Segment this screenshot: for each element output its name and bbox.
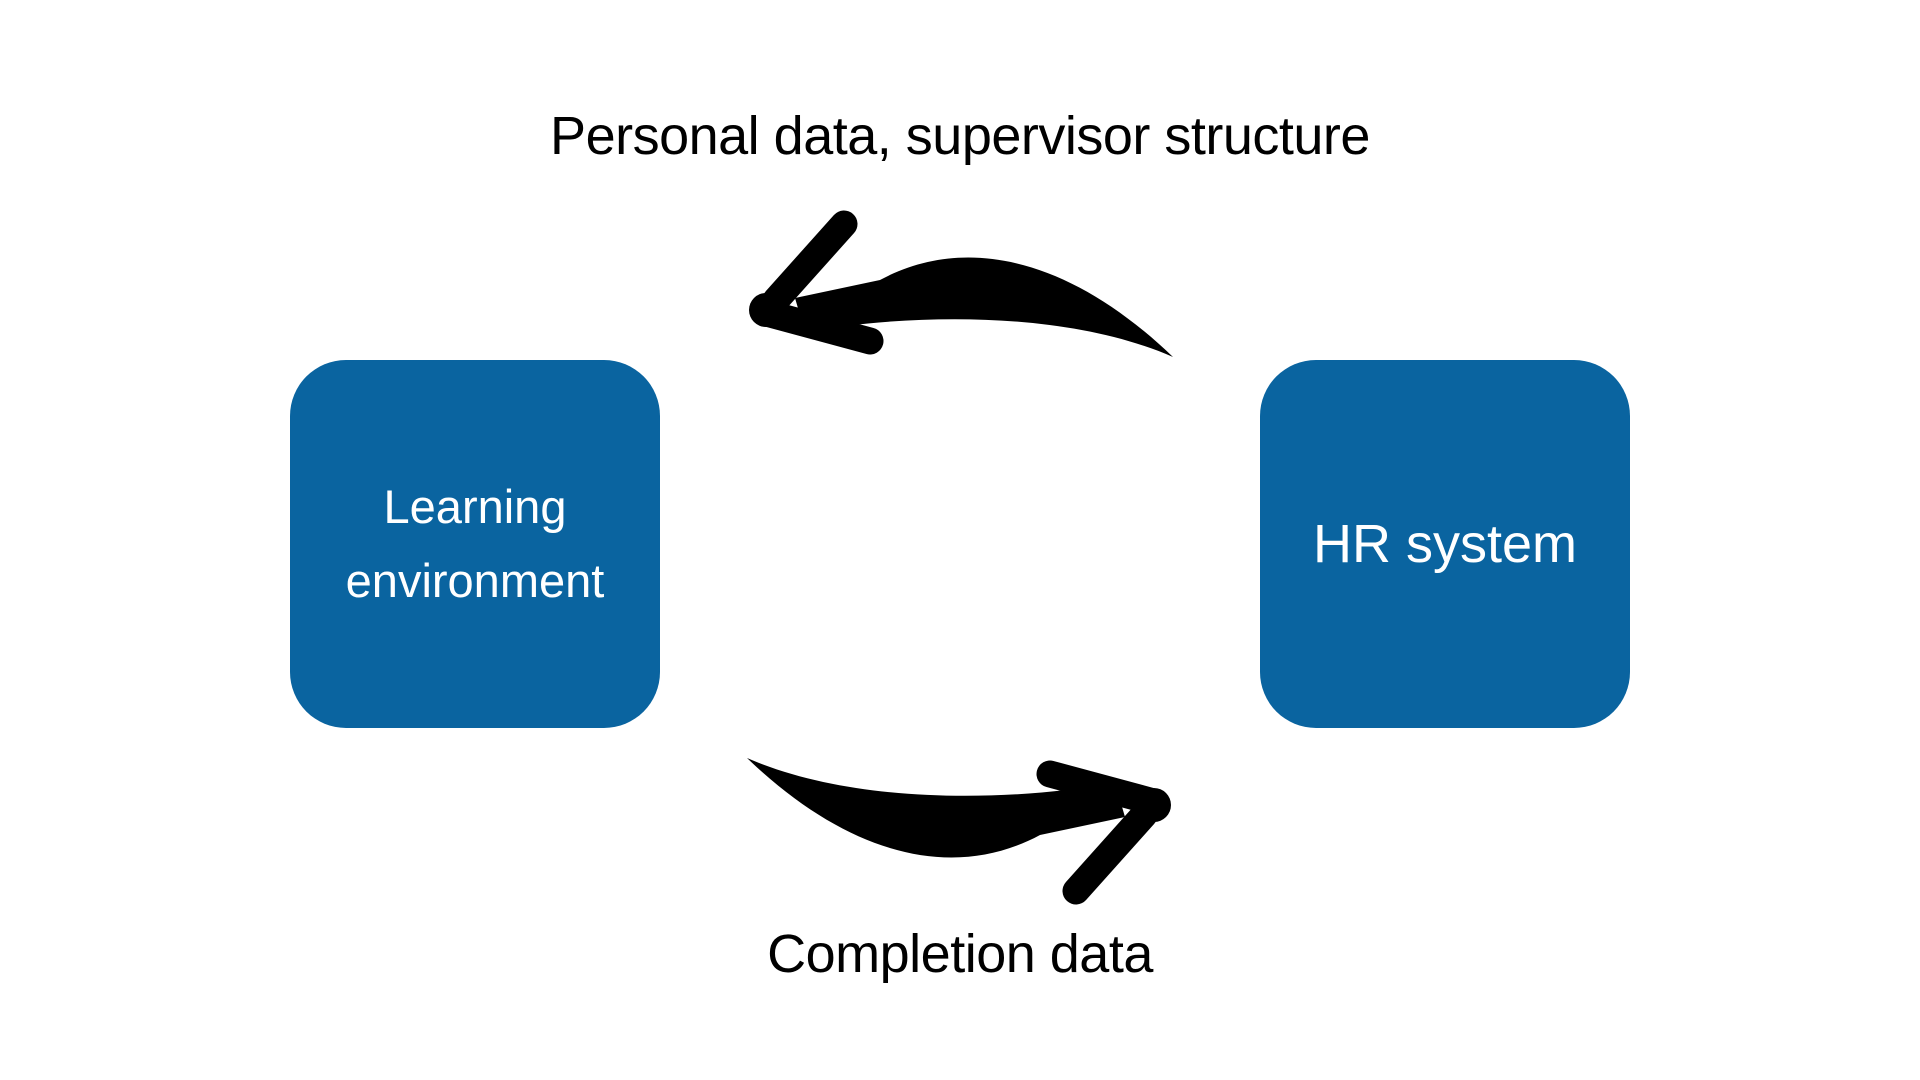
arrowhead-lower-barb (756, 300, 884, 355)
curved-arrow-left-to-right-icon (747, 758, 1171, 905)
curved-arrow-right-to-left-icon (749, 210, 1173, 357)
arrowhead-vertex (1137, 788, 1171, 822)
node-learning-environment: Learning environment (290, 360, 660, 728)
node-hr-system: HR system (1260, 360, 1630, 728)
arrow-shaft (795, 257, 1173, 357)
arrowhead-lower-barb (1036, 760, 1164, 815)
arrowhead-upper-barb (1062, 801, 1158, 905)
edge-label-bottom: Completion data (767, 924, 1153, 984)
edge-label-top: Personal data, supervisor structure (550, 106, 1370, 166)
arrowhead-vertex (749, 293, 783, 327)
node-label: HR system (1312, 513, 1577, 574)
arrow-shaft (747, 758, 1125, 858)
arrowhead-upper-barb (762, 210, 858, 314)
node-label: Learning environment (345, 479, 605, 607)
